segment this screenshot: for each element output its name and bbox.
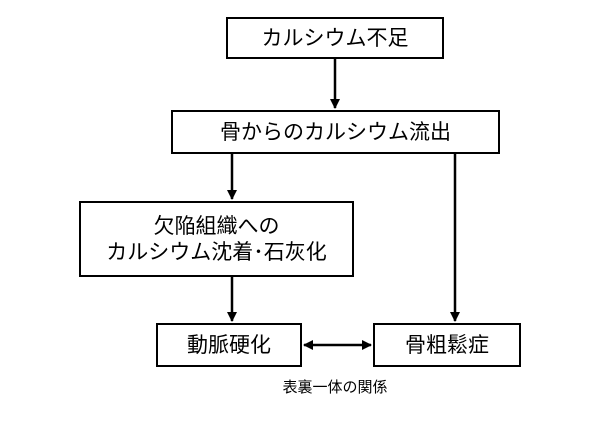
relationship-caption: 表裏一体の関係 (282, 378, 388, 396)
node-calcium-deposition-label-line2: カルシウム沈着･石灰化 (106, 240, 327, 264)
node-osteoporosis: 骨粗鬆症 (373, 323, 521, 367)
node-arteriosclerosis: 動脈硬化 (156, 323, 302, 367)
node-calcium-deficiency-label: カルシウム不足 (261, 25, 409, 50)
node-calcium-deficiency: カルシウム不足 (226, 17, 444, 59)
node-calcium-deposition: 欠陥組織への カルシウム沈着･石灰化 (79, 201, 354, 277)
node-osteoporosis-label: 骨粗鬆症 (405, 332, 489, 357)
node-bone-calcium-outflow-label: 骨からのカルシウム流出 (220, 119, 451, 144)
node-calcium-deposition-label-line1: 欠陥組織への (153, 213, 280, 238)
node-arteriosclerosis-label: 動脈硬化 (187, 332, 271, 357)
node-bone-calcium-outflow: 骨からのカルシウム流出 (171, 110, 500, 154)
